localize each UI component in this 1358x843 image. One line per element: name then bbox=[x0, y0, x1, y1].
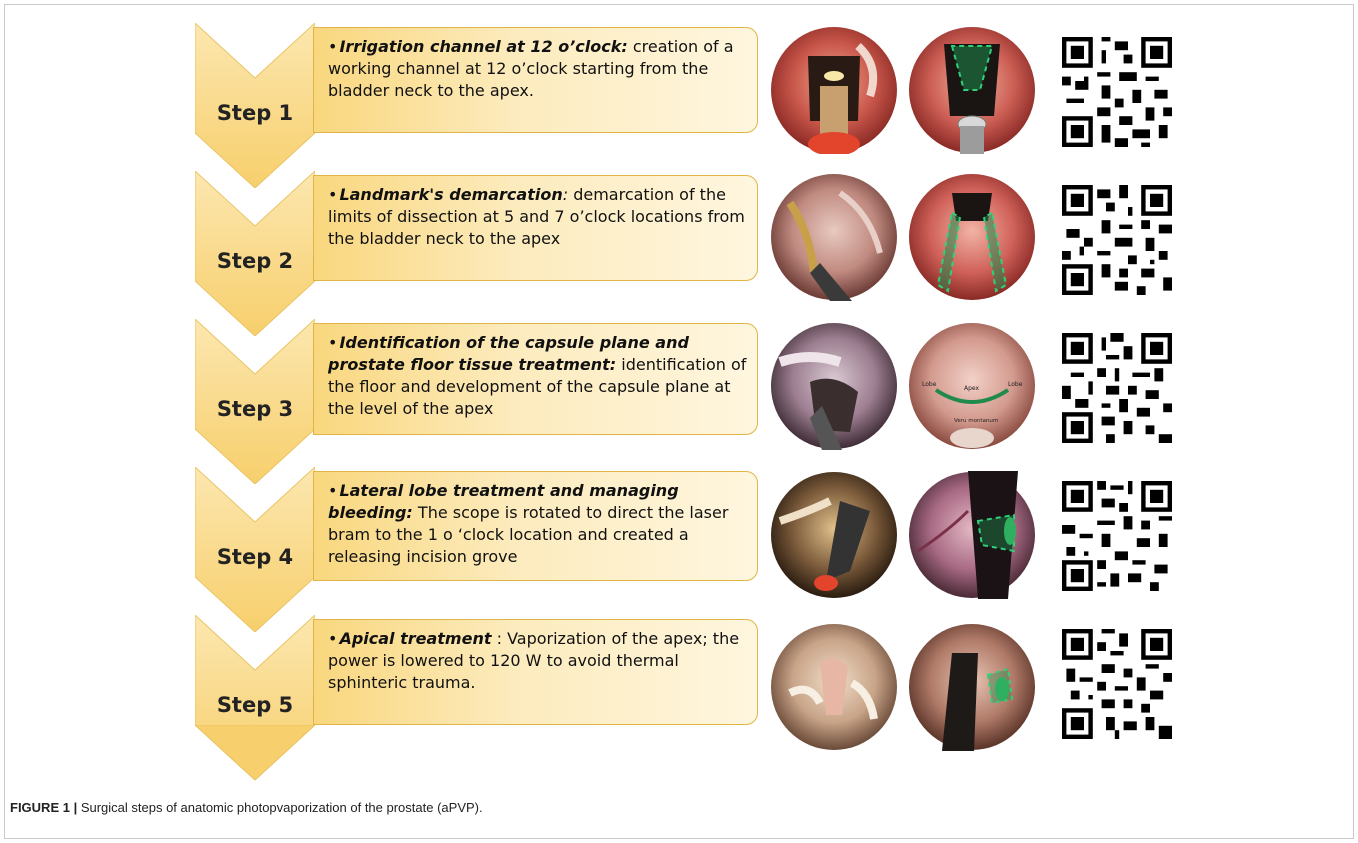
annotation-apex: Apex bbox=[964, 385, 979, 392]
step-row-3: Step 3 •Identification of the capsule pl… bbox=[5, 319, 1358, 479]
step-title: Irrigation channel at 12 o’clock: bbox=[339, 37, 627, 56]
step-label: Step 4 bbox=[195, 545, 315, 569]
endoscopic-image-5b bbox=[908, 623, 1036, 751]
step-description: •Landmark's demarcation: demarcation of … bbox=[313, 175, 758, 281]
step-title: Apical treatment bbox=[339, 629, 491, 648]
caption-lead: FIGURE 1 | bbox=[10, 800, 77, 815]
endoscopic-image-3b: Lobe Apex Lobe Veru montanum bbox=[908, 322, 1036, 450]
annotation-veru: Veru montanum bbox=[954, 418, 998, 424]
figure-caption: FIGURE 1 | Surgical steps of anatomic ph… bbox=[10, 800, 483, 815]
step-label: Step 5 bbox=[195, 693, 315, 717]
annotation-lobe-right: Lobe bbox=[1008, 381, 1023, 388]
qr-code-2 bbox=[1062, 183, 1172, 297]
step-description: •Irrigation channel at 12 o’clock: creat… bbox=[313, 27, 758, 133]
endoscopic-image-2b bbox=[908, 173, 1036, 301]
step-description: •Lateral lobe treatment and managing ble… bbox=[313, 471, 758, 581]
endoscopic-image-3a bbox=[770, 322, 898, 450]
step-label: Step 3 bbox=[195, 397, 315, 421]
endoscopic-image-1a bbox=[770, 26, 898, 154]
endoscopic-image-4b bbox=[908, 471, 1036, 599]
endoscopic-image-1b bbox=[908, 26, 1036, 154]
annotation-lobe-left: Lobe bbox=[922, 381, 937, 388]
step-row-2: Step 2 •Landmark's demarcation: demarcat… bbox=[5, 171, 1358, 331]
figure-frame: Step 1 •Irrigation channel at 12 o’clock… bbox=[4, 4, 1354, 839]
endoscopic-image-5a bbox=[770, 623, 898, 751]
step-label: Step 2 bbox=[195, 249, 315, 273]
qr-code-5 bbox=[1062, 627, 1172, 741]
step-description: •Apical treatment : Vaporization of the … bbox=[313, 619, 758, 725]
step-description: •Identification of the capsule plane and… bbox=[313, 323, 758, 435]
step-row-4: Step 4 •Lateral lobe treatment and manag… bbox=[5, 467, 1358, 627]
step-label: Step 1 bbox=[195, 101, 315, 125]
endoscopic-image-4a bbox=[770, 471, 898, 599]
step-title: Landmark's demarcation bbox=[339, 185, 562, 204]
endoscopic-image-2a bbox=[770, 173, 898, 301]
qr-code-3 bbox=[1062, 331, 1172, 445]
step-row-1: Step 1 •Irrigation channel at 12 o’clock… bbox=[5, 23, 1358, 183]
qr-code-4 bbox=[1062, 479, 1172, 593]
qr-code-1 bbox=[1062, 35, 1172, 149]
caption-text: Surgical steps of anatomic photopvaporiz… bbox=[77, 800, 482, 815]
final-chevron-tip bbox=[195, 725, 315, 787]
